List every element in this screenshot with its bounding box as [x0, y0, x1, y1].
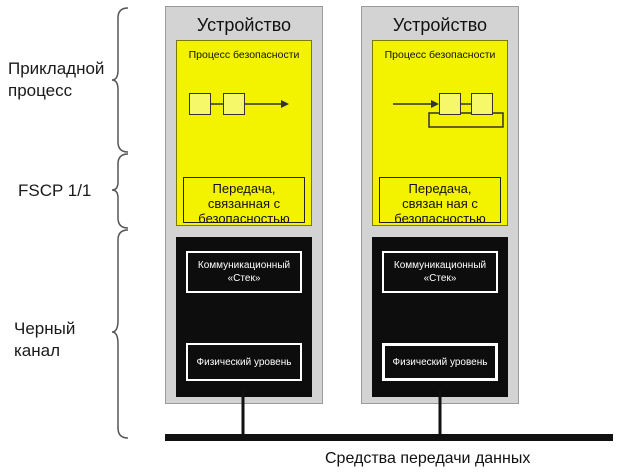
- bus-line: [165, 434, 613, 441]
- bus-label: Средства передачи данных: [325, 450, 531, 467]
- device-title: Устройство: [196, 15, 292, 35]
- safety-process-title: Процесс безопасности: [188, 49, 300, 61]
- safety-transfer-line2: связанная с: [207, 196, 281, 211]
- comm-stack-box: Коммуникационный «Стек»: [186, 251, 302, 293]
- layer-label-application: Прикладной процесс: [8, 58, 104, 102]
- comm-stack-line1: Коммуникационный: [393, 260, 487, 271]
- layer-label-application-line1: Прикладной: [8, 59, 105, 78]
- black-channel-layer: Коммуникационный «Стек» Физический урове…: [176, 237, 312, 397]
- brace-fscp: [112, 153, 129, 229]
- comm-stack-line1: Коммуникационный: [197, 260, 291, 271]
- function-block: [189, 93, 211, 115]
- safety-transfer-line2: связан ная с: [402, 196, 478, 211]
- physical-layer-box: Физический уровень: [186, 343, 302, 381]
- layer-label-black-channel: Черный канал: [14, 318, 75, 362]
- safety-layer: Процесс безопасности Передача, связанная…: [176, 40, 312, 226]
- safety-transfer-line1: Передача,: [408, 181, 472, 196]
- safety-transfer-line3: безопасностью: [198, 211, 290, 226]
- device-1: Устройство Процесс безопасности Передача…: [165, 6, 323, 404]
- layer-label-fscp: FSCP 1/1: [18, 181, 92, 200]
- function-block: [439, 93, 461, 115]
- function-block: [471, 93, 493, 115]
- physical-layer-box: Физический уровень: [382, 343, 498, 381]
- arrow-head: [281, 100, 289, 108]
- safety-transfer-line3: безопасностью: [394, 211, 486, 226]
- safety-transfer-line1: Передача,: [212, 181, 276, 196]
- feedback-loop: [428, 112, 504, 128]
- layer-label-black-channel-line2: канал: [14, 341, 61, 360]
- safety-transfer-box: Передача, связанная с безопасностью: [183, 177, 305, 226]
- layer-label-application-line2: процесс: [8, 81, 73, 100]
- safety-transfer-box: Передача, связан ная с безопасностью: [379, 177, 501, 226]
- safety-process-title: Процесс безопасности: [384, 49, 496, 61]
- process-arrows: [393, 100, 504, 128]
- comm-stack-box: Коммуникационный «Стек»: [382, 251, 498, 293]
- device-title: Устройство: [392, 15, 488, 35]
- brace-black-channel: [112, 229, 129, 439]
- comm-stack-line2: «Стек»: [423, 273, 457, 284]
- layer-braces: [112, 7, 129, 439]
- brace-application: [112, 7, 129, 153]
- black-channel-layer: Коммуникационный «Стек» Физический урове…: [372, 237, 508, 397]
- safety-layer: Процесс безопасности Передача, связан на…: [372, 40, 508, 226]
- process-arrows: [211, 100, 289, 108]
- comm-stack-line2: «Стек»: [227, 273, 261, 284]
- arrow-head: [431, 100, 439, 108]
- function-block: [223, 93, 245, 115]
- layer-label-black-channel-line1: Черный: [14, 319, 76, 338]
- device-2: Устройство Процесс безопасности Передача…: [361, 6, 519, 404]
